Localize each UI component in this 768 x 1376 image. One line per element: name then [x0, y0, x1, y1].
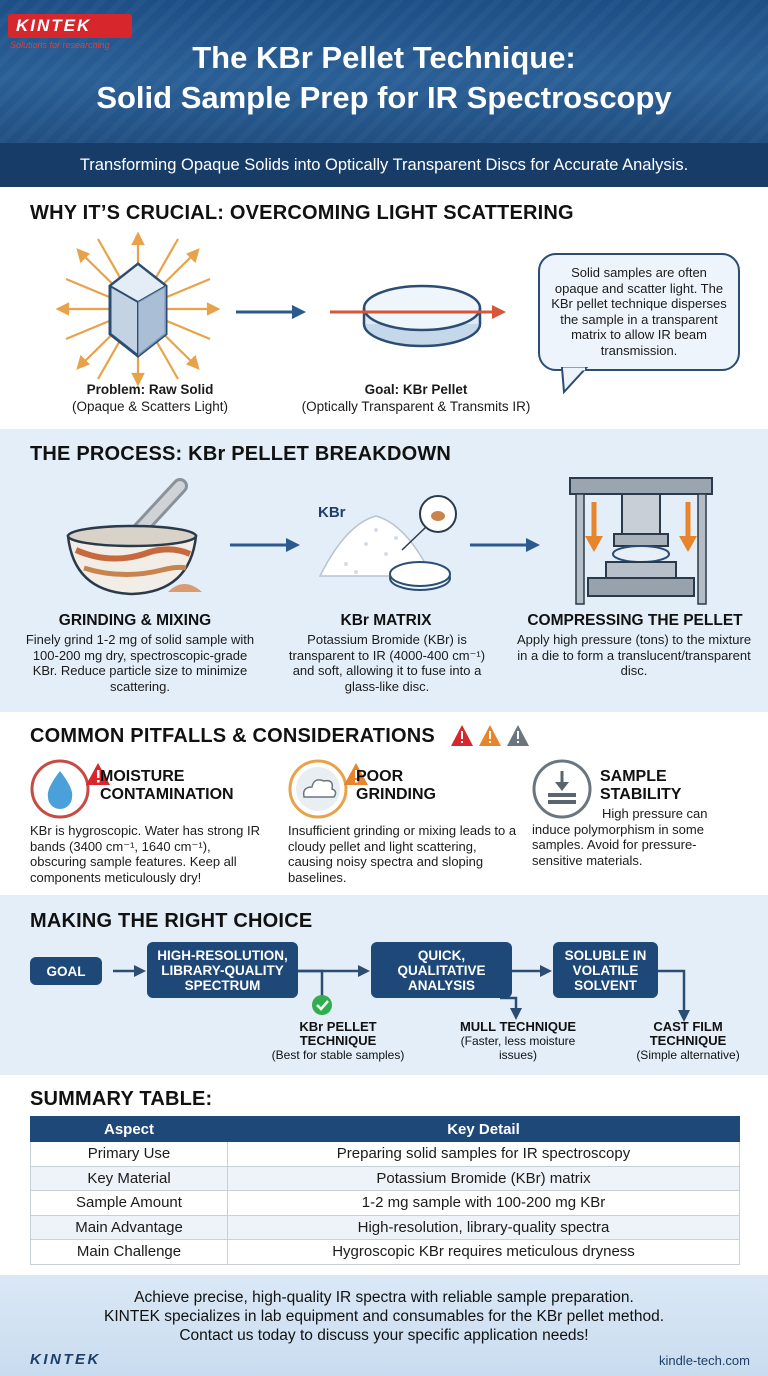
- decision-box-soluble: SOLUBLE IN VOLATILE SOLVENT: [553, 942, 658, 998]
- arrow-right-icon: [470, 538, 540, 552]
- pitfall-title-grinding: POOR GRINDING: [356, 768, 436, 804]
- option-title: KBr PELLET TECHNIQUE: [299, 1019, 377, 1048]
- option-title: MULL TECHNIQUE: [459, 1019, 577, 1034]
- goal-title: Goal: KBr Pellet: [364, 382, 468, 397]
- arrow-right-icon: [230, 538, 300, 552]
- footer-website-link[interactable]: kindle-tech.com: [658, 1353, 750, 1368]
- step-body-matrix: Potassium Bromide (KBr) is transparent t…: [288, 632, 486, 694]
- pitfall-body-stability: High pressure can induce polymorphism in…: [532, 806, 708, 868]
- logo-tagline: Solutions for researching: [10, 40, 110, 50]
- decision-box-high-resolution: HIGH-RESOLUTION, LIBRARY-QUALITY SPECTRU…: [147, 942, 298, 998]
- table-cell: Primary Use: [30, 1141, 228, 1167]
- option-kbr-pellet: KBr PELLET TECHNIQUE (Best for stable sa…: [268, 1019, 408, 1063]
- table-cell: Main Advantage: [30, 1214, 228, 1240]
- arrow-right-icon: [236, 305, 306, 319]
- step-body-grinding: Finely grind 1-2 mg of solid sample with…: [25, 632, 255, 694]
- bubble-tail: [560, 367, 589, 395]
- pressure-icon: [532, 759, 592, 819]
- pitfall-title-moisture: MOISTURE CONTAMINATION: [100, 768, 234, 804]
- option-mull: MULL TECHNIQUE (Faster, less moisture is…: [448, 1019, 588, 1063]
- pitfall-title-line: GRINDING: [356, 786, 436, 803]
- hydraulic-press-icon: [569, 477, 713, 605]
- section-pitfalls: [0, 712, 768, 895]
- warning-icons: [451, 725, 529, 746]
- option-subtitle: (Simple alternative): [636, 1048, 740, 1062]
- table-cell: Preparing solid samples for IR spectrosc…: [227, 1141, 740, 1167]
- pitfall-title-stability: SAMPLE STABILITY: [600, 768, 681, 804]
- section3-heading: COMMON PITFALLS & CONSIDERATIONS: [30, 725, 435, 747]
- footer-message: Achieve precise, high-quality IR spectra…: [0, 1288, 768, 1345]
- step-body-compressing: Apply high pressure (tons) to the mixtur…: [516, 632, 752, 678]
- goal-box: GOAL: [30, 957, 102, 985]
- column-header-key-detail: Key Detail: [227, 1116, 740, 1142]
- title-line-2: Solid Sample Prep for IR Spectroscopy: [96, 80, 672, 115]
- footer-line: KINTEK specializes in lab equipment and …: [103, 1308, 665, 1325]
- section5-heading: SUMMARY TABLE:: [30, 1088, 213, 1110]
- explanation-bubble: Solid samples are often opaque and scatt…: [538, 253, 740, 371]
- footer-line: Contact us today to discuss your specifi…: [179, 1327, 589, 1344]
- kintek-logo[interactable]: KINTEK: [8, 14, 132, 38]
- table-cell: Hygroscopic KBr requires meticulous dryn…: [227, 1239, 740, 1265]
- scattering-crystal-icon: [55, 231, 221, 387]
- problem-caption: Problem: Raw Solid (Opaque & Scatters Li…: [50, 381, 250, 415]
- subtitle: Transforming Opaque Solids into Opticall…: [0, 143, 768, 187]
- mortar-pestle-icon: [66, 478, 202, 596]
- decision-box-quick-analysis: QUICK, QUALITATIVE ANALYSIS: [371, 942, 512, 998]
- step-title-compressing: COMPRESSING THE PELLET: [527, 612, 743, 629]
- footer: [0, 1275, 768, 1376]
- table-cell: Potassium Bromide (KBr) matrix: [227, 1165, 740, 1191]
- kbr-powder-icon: [318, 495, 457, 591]
- step-title-matrix: KBr MATRIX: [340, 612, 432, 629]
- kbr-label: KBr: [318, 504, 346, 521]
- option-subtitle: (Best for stable samples): [271, 1048, 405, 1062]
- goal-caption: Goal: KBr Pellet (Optically Transparent …: [276, 381, 556, 415]
- section4-heading: MAKING THE RIGHT CHOICE: [30, 910, 313, 932]
- pitfall-title-line: MOISTURE: [100, 768, 185, 785]
- table-cell: High-resolution, library-quality spectra: [227, 1214, 740, 1240]
- pitfall-body-moisture: KBr is hygroscopic. Water has strong IR …: [30, 823, 260, 885]
- step-title-grinding: GRINDING & MIXING: [58, 612, 212, 629]
- pitfall-title-line: SAMPLE: [600, 768, 667, 785]
- moisture-drop-icon: [30, 759, 110, 819]
- problem-title: Problem: Raw Solid: [86, 382, 214, 397]
- goal-subtitle: (Optically Transparent & Transmits IR): [301, 399, 531, 414]
- footer-line: Achieve precise, high-quality IR spectra…: [134, 1289, 634, 1306]
- table-cell: 1-2 mg sample with 100-200 mg KBr: [227, 1190, 740, 1216]
- table-cell: Sample Amount: [30, 1190, 228, 1216]
- page-title: The KBr Pellet Technique: Solid Sample P…: [0, 38, 768, 118]
- option-title: CAST FILM TECHNIQUE: [649, 1019, 727, 1048]
- table-cell: Key Material: [30, 1165, 228, 1191]
- footer-logo[interactable]: KINTEK: [30, 1351, 101, 1368]
- pitfall-title-line: CONTAMINATION: [100, 786, 234, 803]
- table-header-row: Aspect Key Detail: [30, 1116, 740, 1142]
- option-subtitle: (Faster, less moisture issues): [460, 1034, 576, 1062]
- pitfall-title-line: STABILITY: [600, 786, 682, 803]
- pitfall-body-grinding: Insufficient grinding or mixing leads to…: [288, 823, 517, 885]
- table-cell: Main Challenge: [30, 1239, 228, 1265]
- pitfall-title-line: POOR: [356, 768, 404, 785]
- option-cast-film: CAST FILM TECHNIQUE (Simple alternative): [618, 1019, 758, 1063]
- transparent-pellet-icon: [330, 284, 506, 348]
- column-header-aspect: Aspect: [30, 1116, 228, 1142]
- cloud-icon: [288, 759, 368, 819]
- title-line-1: The KBr Pellet Technique:: [192, 40, 576, 75]
- section2-heading: THE PROCESS: KBr PELLET BREAKDOWN: [30, 443, 452, 465]
- section1-heading: WHY IT’S CRUCIAL: OVERCOMING LIGHT SCATT…: [30, 202, 574, 224]
- problem-subtitle: (Opaque & Scatters Light): [71, 399, 229, 414]
